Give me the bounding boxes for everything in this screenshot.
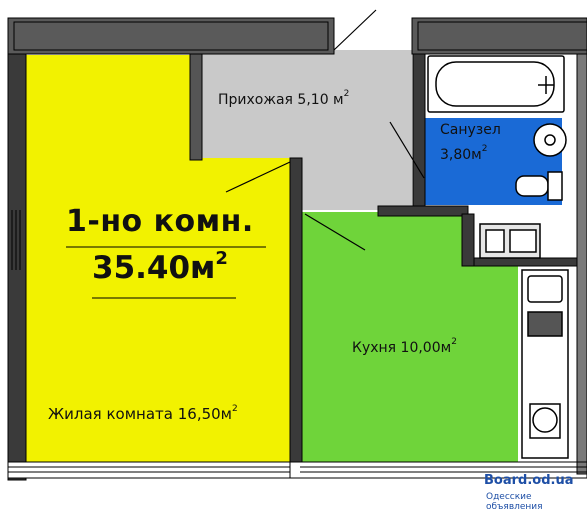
door-swings: [225, 9, 425, 251]
apartment-area: 35.40м2: [92, 248, 228, 286]
living-room-label-text: Жилая комната 16,50м: [48, 405, 232, 423]
watermark-tagline: Одесские объявления: [486, 492, 543, 512]
living-room-label: Жилая комната 16,50м2: [48, 404, 238, 423]
bathtub: [427, 55, 565, 113]
hallway-label: Прихожая 5,10 м2: [218, 89, 350, 108]
hallway-fill: [192, 50, 412, 210]
apartment-area-value: 35.40м: [92, 250, 216, 286]
kitchen-label-text: Кухня 10,00м: [352, 340, 452, 356]
apartment-area-sup: 2: [215, 248, 228, 269]
watermark-site: Board.od.ua: [484, 473, 574, 488]
hallway-label-text: Прихожая 5,10 м: [218, 92, 344, 108]
kitchen-label-sup: 2: [451, 337, 457, 347]
bathroom-label-area: 3,80м: [440, 147, 482, 163]
window-lines: [8, 461, 587, 479]
hallway-label-sup: 2: [343, 89, 350, 99]
bathroom-label-line1: Санузел: [440, 122, 501, 138]
bath-fixtures: [515, 123, 567, 201]
bathroom-label-line2: 3,80м2: [440, 144, 488, 163]
kitchen-label: Кухня 10,00м2: [352, 337, 457, 356]
apartment-title: 1-но комн.: [66, 204, 254, 239]
left-window: [11, 210, 21, 270]
bathroom-label-sup: 2: [481, 144, 488, 154]
kitchen-fill: [298, 212, 518, 462]
living-room-label-sup: 2: [231, 404, 238, 414]
walls: [7, 17, 587, 481]
kitchen-fixtures: [479, 223, 569, 459]
living-room-fill: [25, 55, 290, 462]
